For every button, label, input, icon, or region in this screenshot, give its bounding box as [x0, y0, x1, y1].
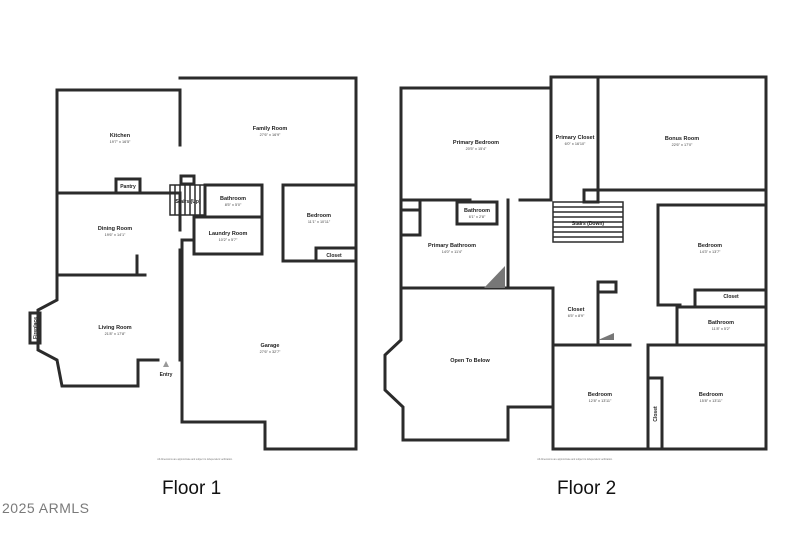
- room-dimension: 27'6" x 32'7": [260, 350, 281, 354]
- armls-watermark: 2025 ARMLS: [2, 500, 90, 516]
- floor-1-labels: Kitchen 19'7" x 16'5" Family Room 27'6" …: [33, 126, 342, 461]
- room-name: Primary Bathroom: [428, 243, 476, 249]
- stairs-up-treads: [174, 185, 201, 215]
- room-name: Bedroom: [698, 243, 722, 249]
- room-name: Bedroom: [588, 392, 612, 398]
- laundry-box: [192, 215, 264, 256]
- room-name: Closet: [653, 406, 659, 422]
- open-below-outline: [399, 286, 555, 409]
- room-dimension: 12'8" x 13'11": [589, 399, 612, 403]
- room-dimension: 27'6" x 16'9": [260, 133, 281, 137]
- room-name: Stairs (Up): [175, 199, 201, 205]
- room-name: Laundry Room: [209, 231, 248, 237]
- room-name: Bedroom: [307, 213, 331, 219]
- room-name: Bathroom: [220, 196, 246, 202]
- floor-2-plan: Primary Bedroom 20'5" x 15'4" Primary Cl…: [383, 75, 768, 461]
- floor-2-labels: Primary Bedroom 20'5" x 15'4" Primary Cl…: [428, 135, 739, 461]
- floor-1-windows: [55, 76, 358, 451]
- stairs-down-treads: [553, 206, 623, 238]
- closet-b-walls: [551, 280, 618, 347]
- room-dimension: 6'0" x 16'10": [565, 142, 586, 146]
- closet-c-walls: [646, 376, 664, 451]
- room-name: Closet: [723, 294, 739, 300]
- disclaimer-text: All dimensions are approximate and subje…: [157, 458, 233, 461]
- room-dimension: 20'5" x 15'4": [466, 147, 487, 151]
- room-name: Open To Below: [450, 358, 490, 364]
- floor-1-plan: Kitchen 19'7" x 16'5" Family Room 27'6" …: [28, 76, 358, 461]
- room-name: Bathroom: [464, 208, 490, 214]
- room-dimension: 10'2" x 5'7": [219, 238, 238, 242]
- room-dimension: 15'8" x 13'11": [700, 399, 723, 403]
- bedroom-a-walls: [656, 203, 768, 307]
- room-dimension: 22'6" x 17'0": [672, 143, 693, 147]
- room-dimension: 14'3" x 13'7": [700, 250, 721, 254]
- bathroom-b-walls: [675, 305, 768, 347]
- floor-2-title: Floor 2: [557, 478, 617, 499]
- room-name: Garage: [261, 343, 280, 349]
- room-dimension: 6'1" x 2'8": [469, 215, 486, 219]
- floor-1-outer-wall: [36, 76, 358, 451]
- room-name: Closet: [568, 307, 585, 313]
- room-name: Pantry: [120, 184, 136, 190]
- room-name: Kitchen: [110, 133, 131, 139]
- fireplace-box: [28, 311, 42, 345]
- room-dimension: 11'1" x 10'11": [308, 220, 331, 224]
- disclaimer-text: All dimensions are approximate and subje…: [537, 458, 613, 461]
- room-name: Bathroom: [708, 320, 734, 326]
- floor-2-outer-wall: [383, 75, 768, 451]
- room-dimension: 6'5" x 8'9": [568, 314, 585, 318]
- room-dimension: 8'5" x 5'0": [225, 203, 242, 207]
- room-name: Family Room: [253, 126, 288, 132]
- room-dimension: 21'8" x 17'8": [105, 332, 126, 336]
- room-dimension: 19'6" x 14'1": [105, 233, 126, 237]
- room-name: Primary Closet: [556, 135, 595, 141]
- small-bath-box: [455, 200, 499, 226]
- entry-arrow-icon: [163, 361, 169, 367]
- room-name: Dining Room: [98, 226, 132, 232]
- room-name: Entry: [160, 372, 173, 378]
- room-name: Closet: [326, 253, 342, 259]
- room-name: Fireplace: [33, 317, 39, 339]
- room-name: Bonus Room: [665, 136, 699, 142]
- room-dimension: 11'8" x 5'2": [712, 327, 731, 331]
- room-name: Stairs (Down): [572, 221, 605, 227]
- pantry-box: [114, 177, 142, 195]
- primary-bath-walls: [399, 198, 510, 290]
- closet-a-walls: [693, 288, 768, 307]
- room-dimension: 14'0" x 11'4": [442, 250, 463, 254]
- primary-bath-tub: [484, 266, 505, 288]
- closet-b-shade: [598, 333, 614, 340]
- room-name: Living Room: [98, 325, 131, 331]
- room-name: Bedroom: [699, 392, 723, 398]
- floor-1-title: Floor 1: [162, 478, 222, 499]
- room-name: Primary Bedroom: [453, 140, 499, 146]
- room-dimension: 19'7" x 16'5": [110, 140, 131, 144]
- closet-1-box: [314, 246, 358, 263]
